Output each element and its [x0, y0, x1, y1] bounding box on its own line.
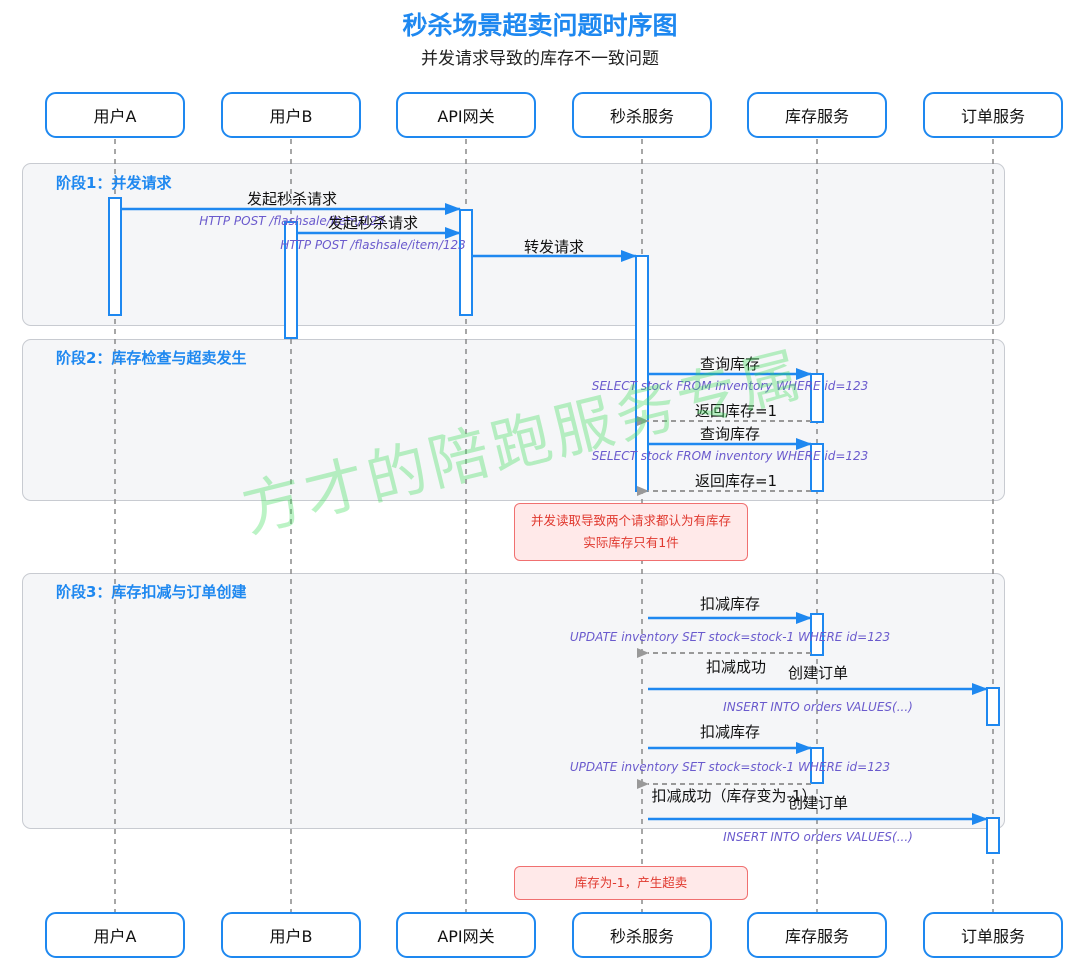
participant-order-service-top: 订单服务 — [923, 92, 1063, 138]
diagram-title: 秒杀场景超卖问题时序图 — [402, 11, 678, 40]
message-detail: HTTP POST /flashsale/item/123 — [199, 214, 385, 228]
activation-bar — [810, 613, 824, 656]
message-label: 查询库存 — [699, 355, 761, 373]
note-concurrent-read: 并发读取导致两个请求都认为有库存 实际库存只有1件 — [514, 503, 748, 561]
message-detail: SELECT stock FROM inventory WHERE id=123 — [591, 449, 869, 463]
participant-order-service-bottom: 订单服务 — [923, 912, 1063, 958]
note-line: 并发读取导致两个请求都认为有库存 — [530, 513, 731, 528]
phase-1-frame — [22, 163, 1005, 326]
message-detail: HTTP POST /flashsale/item/123 — [280, 238, 466, 252]
note-line: 实际库存只有1件 — [583, 535, 679, 550]
message-label: 转发请求 — [523, 238, 585, 256]
message-label: 扣减成功 — [705, 658, 767, 676]
activation-bar — [810, 747, 824, 784]
participant-api-gateway-top: API网关 — [396, 92, 536, 138]
message-label: 扣减库存 — [699, 595, 761, 613]
activation-bar — [810, 373, 824, 423]
participant-user-b-top: 用户B — [221, 92, 361, 138]
note-line: 库存为-1，产生超卖 — [574, 875, 688, 890]
participant-api-gateway-bottom: API网关 — [396, 912, 536, 958]
note-oversold: 库存为-1，产生超卖 — [514, 866, 748, 900]
phase-2-frame — [22, 339, 1005, 501]
message-detail: UPDATE inventory SET stock=stock-1 WHERE… — [569, 760, 891, 774]
participant-user-a-top: 用户A — [45, 92, 185, 138]
message-label: 创建订单 — [787, 794, 849, 812]
message-label: 扣减库存 — [699, 723, 761, 741]
participant-flashsale-service-top: 秒杀服务 — [572, 92, 712, 138]
message-detail: UPDATE inventory SET stock=stock-1 WHERE… — [569, 630, 891, 644]
message-label: 创建订单 — [787, 664, 849, 682]
activation-bar — [810, 443, 824, 492]
activation-bar — [284, 221, 298, 339]
activation-bar — [459, 209, 473, 316]
participant-inventory-service-bottom: 库存服务 — [747, 912, 887, 958]
diagram-subtitle: 并发请求导致的库存不一致问题 — [421, 49, 659, 69]
message-label: 发起秒杀请求 — [246, 190, 338, 208]
message-label: 返回库存=1 — [694, 402, 778, 420]
phase-3-frame — [22, 573, 1005, 829]
participant-inventory-service-top: 库存服务 — [747, 92, 887, 138]
phase-3-label: 阶段3：库存扣减与订单创建 — [56, 583, 247, 601]
participant-user-a-bottom: 用户A — [45, 912, 185, 958]
message-detail: INSERT INTO orders VALUES(...) — [723, 830, 913, 844]
phase-2-label: 阶段2：库存检查与超卖发生 — [56, 349, 247, 367]
message-label: 发起秒杀请求 — [327, 214, 419, 232]
message-label: 扣减成功（库存变为-1） — [651, 787, 817, 805]
message-label: 返回库存=1 — [694, 472, 778, 490]
activation-bar — [986, 687, 1000, 726]
activation-bar — [986, 817, 1000, 854]
activation-bar — [108, 197, 122, 316]
participant-user-b-bottom: 用户B — [221, 912, 361, 958]
message-detail: INSERT INTO orders VALUES(...) — [723, 700, 913, 714]
message-detail: SELECT stock FROM inventory WHERE id=123 — [591, 379, 869, 393]
participant-flashsale-service-bottom: 秒杀服务 — [572, 912, 712, 958]
message-label: 查询库存 — [699, 425, 761, 443]
phase-1-label: 阶段1：并发请求 — [56, 174, 172, 192]
